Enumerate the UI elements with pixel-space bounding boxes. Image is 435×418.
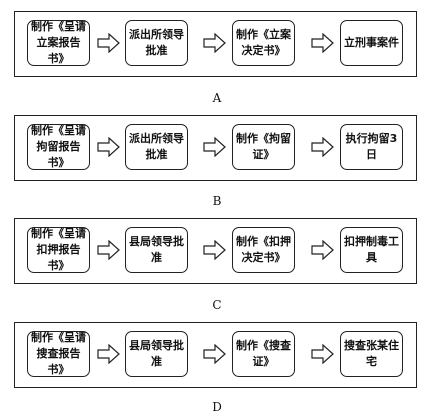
right-arrow-icon: [97, 240, 120, 260]
flow-step: 立刑事案件: [340, 20, 403, 66]
flow-step: 县局领导批准: [125, 331, 188, 377]
flow-row-b: 制作《呈请拘留报告书》 派出所领导批准 制作《拘留证》 执行拘留3日: [14, 115, 417, 181]
flow-step: 派出所领导批准: [125, 20, 188, 66]
flow-step: 扣押制毒工具: [340, 227, 403, 273]
option-label-c: C: [212, 298, 222, 312]
flow-step: 制作《呈请搜查报告书》: [27, 331, 90, 377]
flow-step: 制作《扣押决定书》: [232, 227, 295, 273]
right-arrow-icon: [311, 344, 334, 364]
option-label-d: D: [212, 400, 222, 414]
right-arrow-icon: [203, 33, 226, 53]
option-label-b: B: [212, 194, 222, 208]
flow-step: 制作《呈请拘留报告书》: [27, 124, 90, 170]
right-arrow-icon: [311, 33, 334, 53]
right-arrow-icon: [203, 344, 226, 364]
flow-row-d: 制作《呈请搜查报告书》 县局领导批准 制作《搜查证》 搜查张某住宅: [14, 322, 417, 388]
right-arrow-icon: [97, 137, 120, 157]
right-arrow-icon: [97, 344, 120, 364]
flow-row-a: 制作《呈请立案报告书》 派出所领导批准 制作《立案决定书》 立刑事案件: [14, 11, 417, 77]
flow-row-c: 制作《呈请扣押报告书》 县局领导批准 制作《扣押决定书》 扣押制毒工具: [14, 218, 417, 284]
flow-step: 制作《拘留证》: [232, 124, 295, 170]
flow-step: 制作《呈请立案报告书》: [27, 20, 90, 66]
right-arrow-icon: [97, 33, 120, 53]
option-label-a: A: [212, 91, 222, 105]
flow-step: 搜查张某住宅: [340, 331, 403, 377]
flow-step: 派出所领导批准: [125, 124, 188, 170]
flow-step: 执行拘留3日: [340, 124, 403, 170]
right-arrow-icon: [311, 240, 334, 260]
flow-step: 县局领导批准: [125, 227, 188, 273]
flow-step: 制作《呈请扣押报告书》: [27, 227, 90, 273]
flow-step: 制作《立案决定书》: [232, 20, 295, 66]
right-arrow-icon: [203, 240, 226, 260]
flow-step: 制作《搜查证》: [232, 331, 295, 377]
right-arrow-icon: [311, 137, 334, 157]
right-arrow-icon: [203, 137, 226, 157]
